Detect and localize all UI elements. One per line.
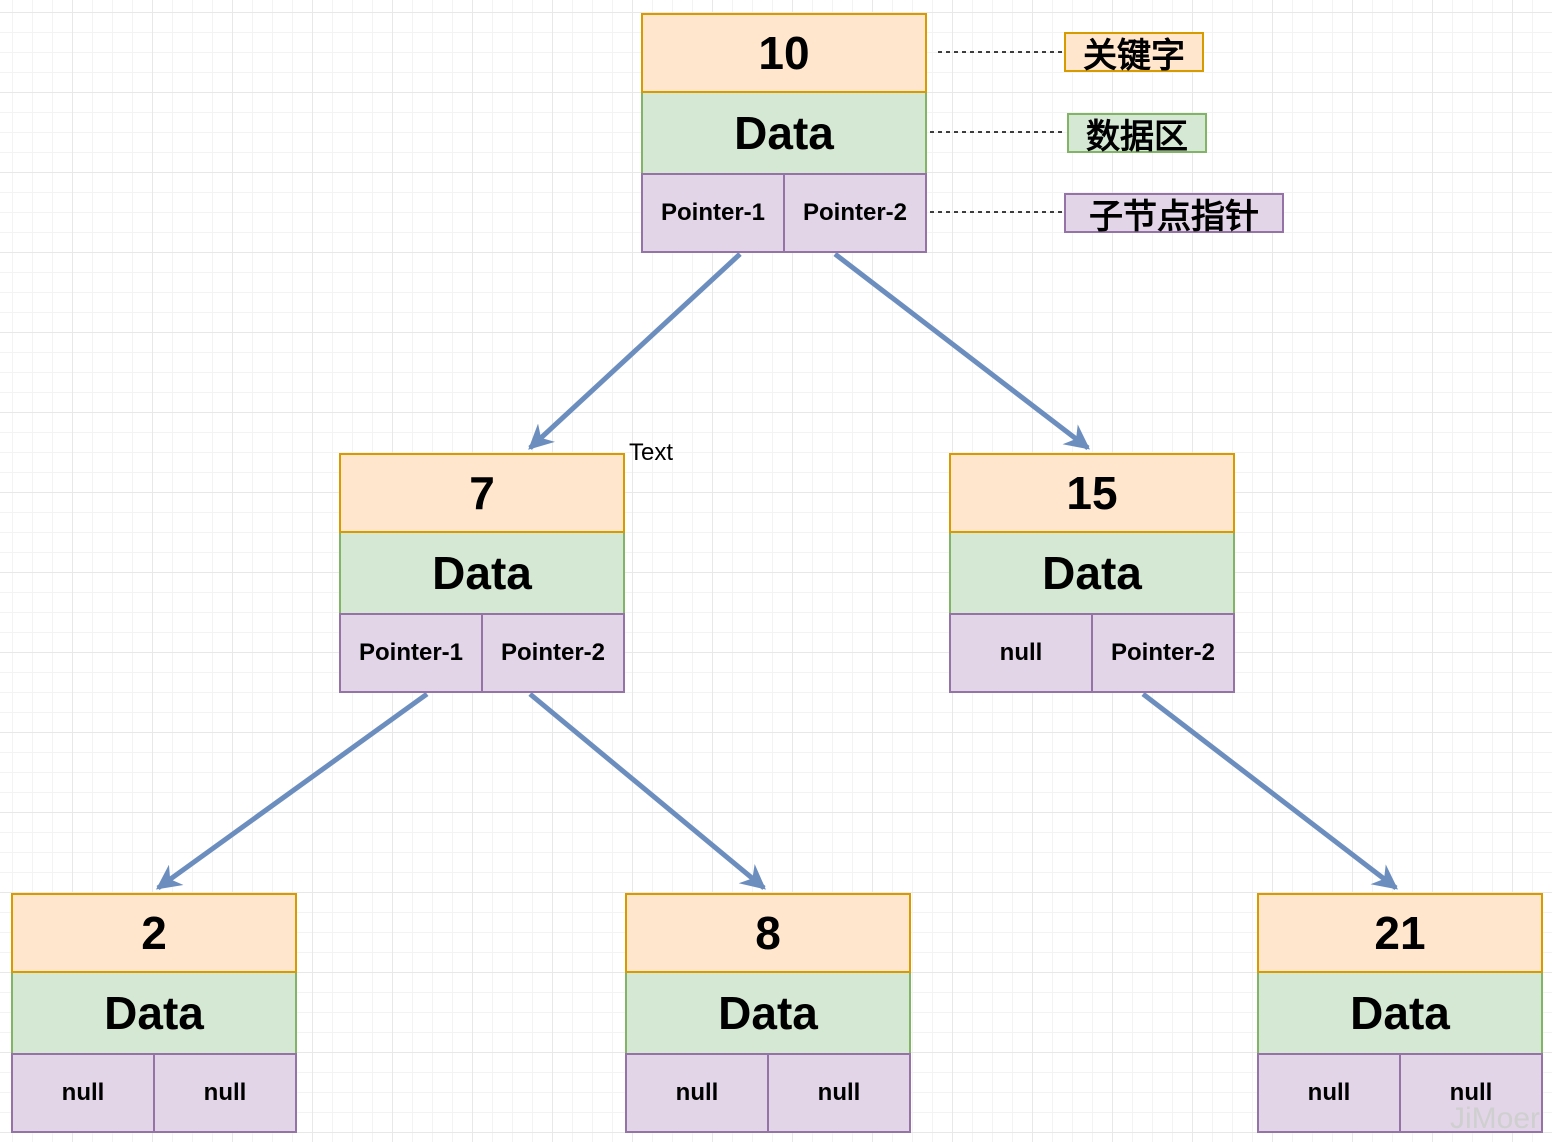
tree-node-8[interactable]: 8 Data null null: [625, 893, 911, 1133]
right-pointer: Pointer-2: [1110, 639, 1215, 666]
node-pointers: Pointer-1 Pointer-2: [641, 173, 927, 253]
right-pointer: Pointer-2: [500, 639, 605, 666]
left-pointer: null: [951, 615, 1093, 691]
stray-text-label: Text: [629, 439, 674, 466]
node-data-area: Data: [949, 533, 1235, 613]
legend-data-label: 数据区: [1067, 113, 1207, 157]
node-data-area: Data: [339, 533, 625, 613]
tree-node-21[interactable]: 21 Data null null: [1257, 893, 1543, 1133]
legend-key-label: 关键字: [1064, 32, 1204, 76]
tree-node-10[interactable]: 10 Data Pointer-1 Pointer-2: [641, 13, 927, 253]
tree-node-2[interactable]: 2 Data null null: [11, 893, 297, 1133]
node-data-area: Data: [625, 973, 911, 1053]
watermark: JiMoer: [1450, 1102, 1541, 1135]
edge-10-to-15: [833, 252, 1090, 450]
node-key: 10: [641, 13, 927, 93]
node-pointers: Pointer-1 Pointer-2: [339, 613, 625, 693]
node-key: 7: [339, 453, 625, 533]
right-pointer: Pointer-2: [802, 199, 907, 226]
legend-pointer-label: 子节点指针: [1064, 193, 1284, 237]
node-pointers: null null: [11, 1053, 297, 1133]
edge-15-to-21: [1141, 692, 1398, 890]
edge-7-to-2: [155, 691, 429, 891]
right-pointer: null: [817, 1079, 861, 1106]
left-pointer: null: [13, 1055, 155, 1131]
node-data-area: Data: [11, 973, 297, 1053]
node-key: 2: [11, 893, 297, 973]
edge-10-to-7: [528, 252, 742, 450]
node-key: 8: [625, 893, 911, 973]
node-data-area: Data: [1257, 973, 1543, 1053]
node-data-area: Data: [641, 93, 927, 173]
left-pointer: Pointer-1: [341, 615, 483, 691]
left-pointer: null: [627, 1055, 769, 1131]
node-pointers: null null: [625, 1053, 911, 1133]
node-pointers: null null: [1257, 1053, 1543, 1133]
node-pointers: null Pointer-2: [949, 613, 1235, 693]
right-pointer: null: [1449, 1079, 1493, 1106]
left-pointer: null: [1259, 1055, 1401, 1131]
node-key: 15: [949, 453, 1235, 533]
tree-node-15[interactable]: 15 Data null Pointer-2: [949, 453, 1235, 693]
right-pointer: null: [203, 1079, 247, 1106]
edge-7-to-8: [528, 692, 766, 890]
tree-node-7[interactable]: 7 Data Pointer-1 Pointer-2: [339, 453, 625, 693]
left-pointer: Pointer-1: [643, 175, 785, 251]
node-key: 21: [1257, 893, 1543, 973]
